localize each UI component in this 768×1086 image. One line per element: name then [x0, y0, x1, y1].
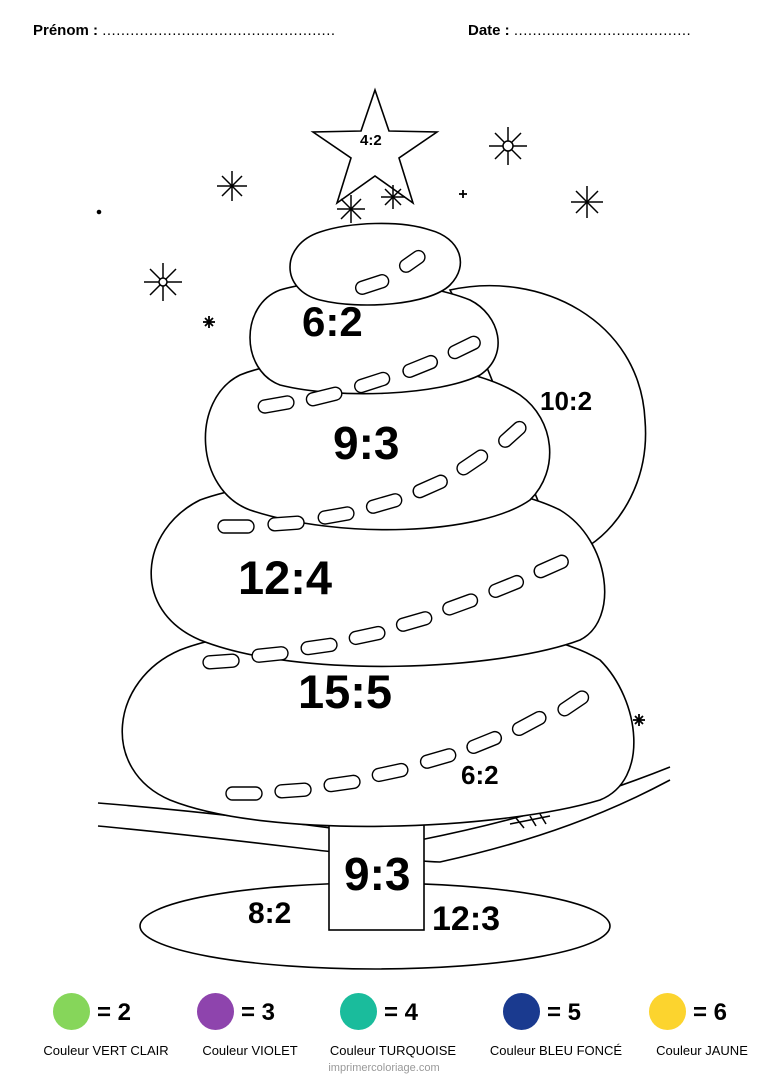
legend-equation: = 3 — [241, 999, 276, 1026]
snowflake-icon — [509, 813, 551, 829]
website-credit: imprimercoloriage.com — [328, 1062, 440, 1074]
color-swatch — [197, 993, 234, 1030]
color-swatch — [53, 993, 90, 1030]
ground-left-label: 8:2 — [248, 897, 292, 930]
legend-equation: = 5 — [547, 999, 582, 1026]
color-swatch — [503, 993, 540, 1030]
layer2-label: 9:3 — [333, 417, 400, 469]
name-dots: ........................................… — [102, 22, 336, 39]
color-swatch — [649, 993, 686, 1030]
ground-right-label: 12:3 — [432, 900, 501, 938]
date-dots: ...................................... — [513, 22, 692, 39]
date-label: Date : — [468, 22, 510, 39]
legend-item-bleu-fonce: = 5 Couleur BLEU FONCÉ — [481, 993, 631, 1063]
legend-item-vert-clair: = 2 Couleur VERT CLAIR — [31, 993, 181, 1063]
legend-color-name: Couleur BLEU FONCÉ — [489, 1043, 623, 1058]
snowflake-icon — [203, 316, 215, 328]
star-label: 4:2 — [360, 132, 382, 149]
date-field[interactable]: Date : .................................… — [468, 22, 691, 39]
star-shape — [310, 87, 440, 206]
name-label: Prénom : — [33, 22, 99, 39]
tree-layer-1 — [289, 222, 462, 306]
legend-equation: = 2 — [97, 999, 132, 1026]
legend-color-name: Couleur VERT CLAIR — [43, 1043, 169, 1058]
trunk-label: 9:3 — [344, 848, 411, 900]
garland — [202, 249, 590, 801]
name-field[interactable]: Prénom : ...............................… — [33, 22, 336, 39]
tree-trunk — [328, 819, 425, 931]
snowflake-icon — [337, 195, 365, 223]
hill-line-2 — [97, 779, 671, 863]
legend-equation: = 6 — [693, 999, 728, 1026]
layer4-label: 15:5 — [298, 665, 393, 718]
layer5-side-label: 6:2 — [461, 760, 499, 790]
legend-item-jaune: = 6 Couleur JAUNE — [627, 993, 768, 1063]
legend-color-name: Couleur JAUNE — [656, 1043, 748, 1058]
layer1-label: 6:2 — [302, 298, 363, 345]
legend-equation: = 4 — [384, 999, 419, 1026]
moon-label: 10:2 — [540, 386, 593, 416]
snowflake-icon — [571, 186, 603, 218]
snowflake-icon — [144, 263, 182, 301]
legend-item-turquoise: = 4 Couleur TURQUOISE — [318, 993, 468, 1063]
snow-dot — [96, 209, 102, 215]
snowflake-icon — [381, 185, 405, 209]
snowflake-icon — [459, 190, 467, 198]
snowflake-icon — [217, 171, 247, 201]
legend-item-violet: = 3 Couleur VIOLET — [175, 993, 325, 1063]
snowflake-icon — [633, 714, 645, 726]
color-swatch — [340, 993, 377, 1030]
legend-color-name: Couleur VIOLET — [202, 1043, 298, 1058]
legend-color-name: Couleur TURQUOISE — [329, 1043, 457, 1058]
layer3-label: 12:4 — [238, 551, 333, 604]
snowflake-icon — [489, 127, 527, 165]
